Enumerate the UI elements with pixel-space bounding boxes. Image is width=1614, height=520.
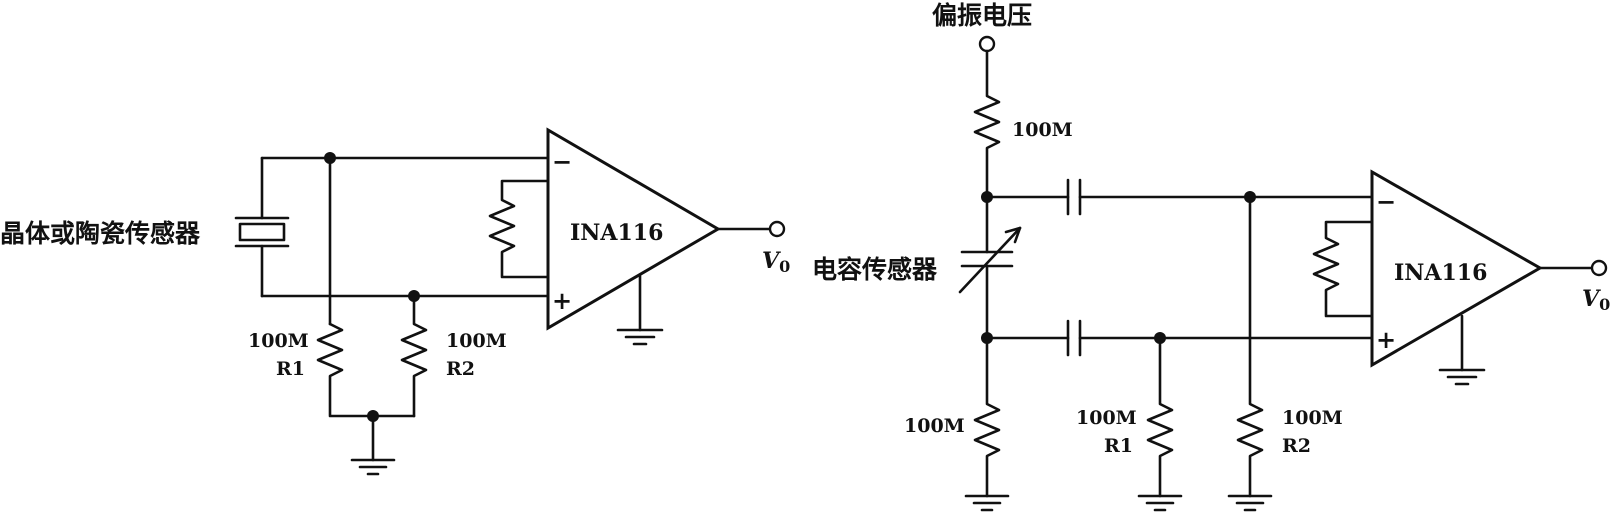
left-r2-value: 100M	[446, 330, 507, 352]
right-amplifier-ina116	[1370, 169, 1544, 368]
left-r1-name: R1	[276, 358, 305, 380]
right-junction-bottom-left	[981, 332, 993, 344]
bias-terminal[interactable]	[978, 35, 996, 53]
right-bottom-resistor	[973, 336, 1001, 498]
right-ground-symbol-2	[1137, 494, 1183, 512]
right-r1-value: 100M	[1076, 407, 1137, 429]
left-r1-value: 100M	[248, 330, 309, 352]
right-r1-name: R1	[1104, 435, 1133, 457]
right-r1-resistor	[1146, 336, 1174, 498]
right-junction-r1	[1154, 332, 1166, 344]
left-r1-resistor	[316, 322, 416, 418]
left-amp-label: INA116	[570, 220, 663, 246]
right-r2-value: 100M	[1282, 407, 1343, 429]
right-bottom-capacitor	[1066, 319, 1082, 357]
left-minus-sign: −	[552, 147, 572, 176]
capacitive-sensor-symbol	[958, 226, 1022, 294]
right-ground-symbol-1	[964, 494, 1010, 512]
crystal-sensor-symbol	[234, 216, 290, 248]
left-sensor-label: 晶体或陶瓷传感器	[0, 219, 201, 248]
right-top-capacitor	[1066, 178, 1082, 216]
left-junction-plus	[408, 290, 420, 302]
bias-voltage-label: 偏振电压	[932, 1, 1032, 30]
left-gain-resistor	[488, 179, 550, 279]
right-r2-name: R2	[1282, 435, 1311, 457]
right-ground-symbol-3	[1227, 494, 1273, 512]
right-junction-top-right	[1244, 191, 1256, 203]
left-r2-name: R2	[446, 358, 475, 380]
right-circuit: 偏振电压 100M 电容传感器 100M INA116 − + 100M R1 …	[812, 1, 1610, 512]
left-circuit: 晶体或陶瓷传感器 INA116 − + 100M R1 100M R2 V0	[0, 127, 790, 476]
bias-resistor	[973, 49, 1001, 199]
right-bottom-resistor-value: 100M	[904, 415, 965, 437]
right-amp-label: INA116	[1394, 260, 1487, 286]
right-amp-ground-symbol	[1438, 368, 1486, 386]
left-amplifier-ina116	[546, 127, 721, 331]
left-junction-top	[324, 152, 336, 164]
left-output-label: V0	[762, 248, 790, 276]
right-minus-sign: −	[1376, 187, 1396, 216]
right-output-terminal[interactable]	[1590, 259, 1608, 277]
left-ground-symbol	[350, 458, 396, 476]
right-r2-resistor	[1236, 195, 1264, 498]
left-output-terminal[interactable]	[768, 220, 786, 238]
right-output-label: V0	[1582, 286, 1610, 314]
left-junction-bottom	[367, 410, 379, 422]
right-gain-resistor	[1312, 220, 1374, 318]
left-plus-sign: +	[552, 286, 572, 315]
right-junction-top-left	[981, 191, 993, 203]
bias-resistor-value: 100M	[1012, 119, 1073, 141]
capacitive-sensor-label: 电容传感器	[812, 255, 938, 284]
right-plus-sign: +	[1376, 325, 1396, 354]
left-amp-ground-symbol	[616, 328, 664, 346]
left-r2-resistor	[400, 294, 428, 418]
